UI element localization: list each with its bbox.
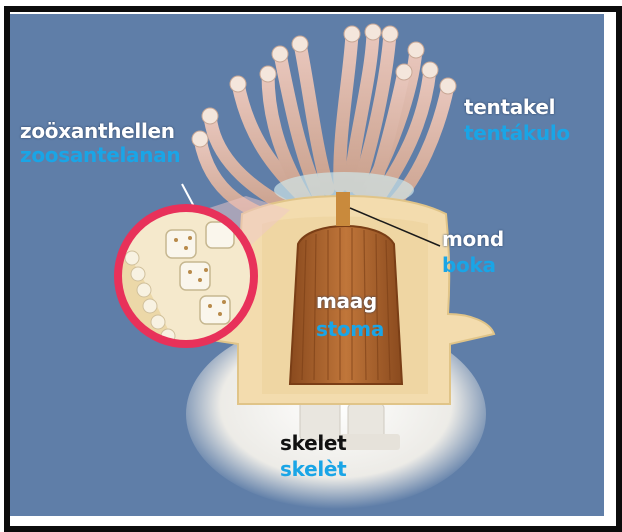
label-zooxanthellae-nl: zoöxanthellen [20, 120, 175, 142]
label-stomach-pap: stoma [316, 318, 384, 340]
label-skeleton-pap: skelèt [280, 458, 346, 480]
label-mouth-pap: boka [442, 254, 496, 276]
label-tentacle-pap: tentákulo [464, 122, 570, 144]
label-zooxanthellae-pap: zoosantelanan [20, 144, 180, 166]
label-mouth-nl: mond [442, 228, 504, 250]
diagram-panel: zoöxanthellen zoosantelanan tentakel ten… [10, 14, 604, 516]
label-tentacle-nl: tentakel [464, 96, 555, 118]
label-stomach-nl: maag [316, 290, 377, 312]
label-skeleton-nl: skelet [280, 432, 346, 454]
